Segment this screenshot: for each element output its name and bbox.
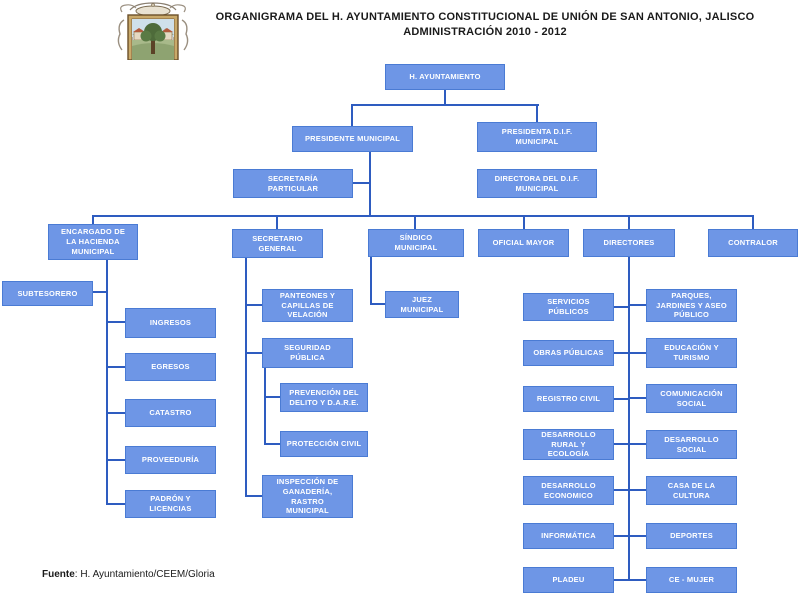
connector-line [614,443,628,445]
org-node-h-ayuntamiento: H. AYUNTAMIENTO [385,64,505,90]
source-text: : H. Ayuntamiento/CEEM/Gloria [74,569,215,580]
connector-line [247,304,262,306]
org-node-ingresos: INGRESOS [125,308,216,338]
connector-line [444,90,446,106]
connector-line [614,579,628,581]
connector-line [245,258,247,497]
connector-line [630,397,646,399]
org-node-educacion-turismo: EDUCACIÓN Y TURISMO [646,338,737,368]
connector-line [536,104,538,122]
connector-line [108,321,125,323]
connector-line [370,257,372,305]
connector-line [247,495,262,497]
connector-line [630,443,646,445]
org-node-seguridad-publica: SEGURIDAD PÚBLICA [262,338,353,368]
org-node-casa-cultura: CASA DE LA CULTURA [646,476,737,505]
connector-line [628,215,630,230]
connector-line [92,215,94,225]
org-node-inspeccion-ganaderia: INSPECCIÓN DE GANADERÍA, RASTRO MUNICIPA… [262,475,353,518]
org-node-directora-dif: DIRECTORA DEL D.I.F. MUNICIPAL [477,169,597,198]
connector-line [266,443,280,445]
connector-line [523,215,525,230]
source-label: Fuente [42,569,75,580]
org-node-padron-licencias: PADRÓN Y LICENCIAS [125,490,216,518]
connector-line [108,366,125,368]
org-node-pladeu: PLADEU [523,567,614,593]
title-line-1: ORGANIGRAMA DEL H. AYUNTAMIENTO CONSTITU… [215,11,755,23]
org-node-proteccion-civil: PROTECCIÓN CIVIL [280,431,368,457]
org-node-egresos: EGRESOS [125,353,216,381]
connector-line [353,182,370,184]
org-node-sindico-municipal: SÍNDICO MUNICIPAL [368,229,464,257]
connector-line [630,535,646,537]
connector-line [369,152,371,217]
connector-line [614,352,628,354]
connector-line [752,215,754,230]
org-node-secretaria-particular: SECRETARÍA PARTICULAR [233,169,353,198]
connector-line [79,291,107,293]
org-node-registro-civil: REGISTRO CIVIL [523,386,614,412]
page-title: ORGANIGRAMA DEL H. AYUNTAMIENTO CONSTITU… [195,10,775,40]
org-node-presidenta-dif: PRESIDENTA D.I.F. MUNICIPAL [477,122,597,152]
org-node-directores: DIRECTORES [583,229,675,257]
connector-line [370,303,385,305]
connector-line [630,304,646,306]
source-note: Fuente: H. Ayuntamiento/CEEM/Gloria [42,569,215,580]
connector-line [614,398,628,400]
org-node-prevencion-delito: PREVENCIÓN DEL DELITO Y D.A.R.E. [280,383,368,412]
org-node-desarrollo-economico: DESARROLLO ECONOMICO [523,476,614,505]
connector-line [264,368,266,445]
connector-line [614,489,628,491]
org-node-desarrollo-rural: DESARROLLO RURAL Y ECOLOGÍA [523,429,614,460]
connector-line [266,396,280,398]
connector-line [351,104,539,106]
municipal-crest-icon [117,2,189,60]
org-node-servicios-publicos: SERVICIOS PÚBLICOS [523,293,614,321]
connector-line [276,215,278,230]
org-node-informatica: INFORMÁTICA [523,523,614,549]
org-node-presidente-municipal: PRESIDENTE MUNICIPAL [292,126,413,152]
org-node-parques-jardines: PARQUES, JARDINES Y ASEO PÚBLICO [646,289,737,322]
connector-line [414,215,416,230]
org-node-desarrollo-social: DESARROLLO SOCIAL [646,430,737,459]
org-node-secretario-general: SECRETARIO GENERAL [232,229,323,258]
connector-line [630,579,646,581]
title-line-2: ADMINISTRACIÓN 2010 - 2012 [403,25,567,38]
org-node-catastro: CATASTRO [125,399,216,427]
org-node-juez-municipal: JUEZ MUNICIPAL [385,291,459,318]
connector-line [108,503,125,505]
org-node-oficial-mayor: OFICIAL MAYOR [478,229,569,257]
connector-line [108,459,125,461]
connector-line [630,489,646,491]
org-node-deportes: DEPORTES [646,523,737,549]
connector-line [630,352,646,354]
org-node-encargado-hacienda: ENCARGADO DE LA HACIENDA MUNICIPAL [48,224,138,260]
org-node-obras-publicas: OBRAS PÚBLICAS [523,340,614,366]
connector-line [628,257,630,581]
connector-line [92,215,754,217]
connector-line [614,306,628,308]
org-node-comunicacion-social: COMUNICACIÓN SOCIAL [646,384,737,413]
connector-line [106,260,108,505]
connector-line [108,412,125,414]
org-node-subtesorero: SUBTESORERO [2,281,93,306]
org-node-ce-mujer: CE - MUJER [646,567,737,593]
org-node-contralor: CONTRALOR [708,229,798,257]
org-node-proveeduria: PROVEEDURÍA [125,446,216,474]
connector-line [247,352,262,354]
connector-line [614,535,628,537]
connector-line [351,104,353,126]
org-node-panteones: PANTEONES Y CAPILLAS DE VELACIÓN [262,289,353,322]
